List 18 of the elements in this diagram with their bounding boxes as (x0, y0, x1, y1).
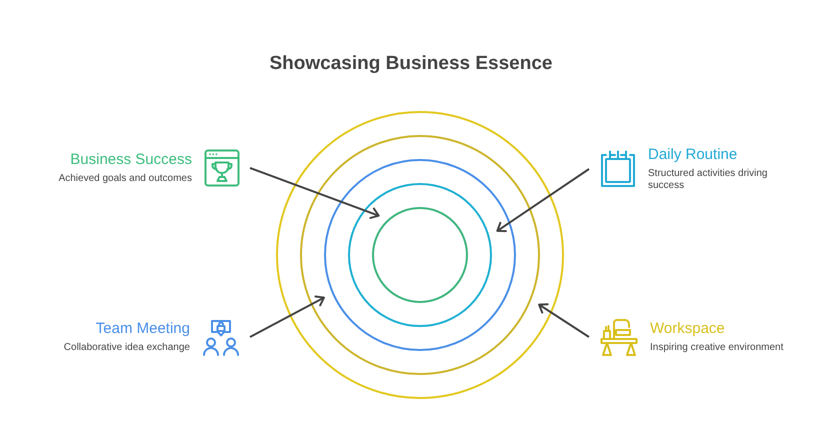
description-text: Collaborative idea exchange (64, 342, 190, 354)
ring (276, 111, 564, 399)
arrow (538, 303, 590, 338)
ring (300, 135, 540, 375)
description-text: Structured activities driving success (648, 168, 768, 192)
heading-text: Team Meeting (96, 320, 190, 338)
arrow (496, 168, 590, 232)
title: Showcasing Business Essence (268, 52, 554, 75)
description-text: Achieved goals and outcomes (58, 173, 192, 185)
ring (348, 183, 492, 327)
heading-text: Business Success (70, 151, 192, 169)
arrow (250, 295, 325, 338)
heading-text: Workspace (650, 320, 725, 338)
arrow (250, 167, 380, 219)
description-text: Inspiring creative environment (650, 342, 784, 354)
ring (324, 159, 516, 351)
ring (372, 207, 468, 303)
heading-text: Daily Routine (648, 146, 738, 164)
